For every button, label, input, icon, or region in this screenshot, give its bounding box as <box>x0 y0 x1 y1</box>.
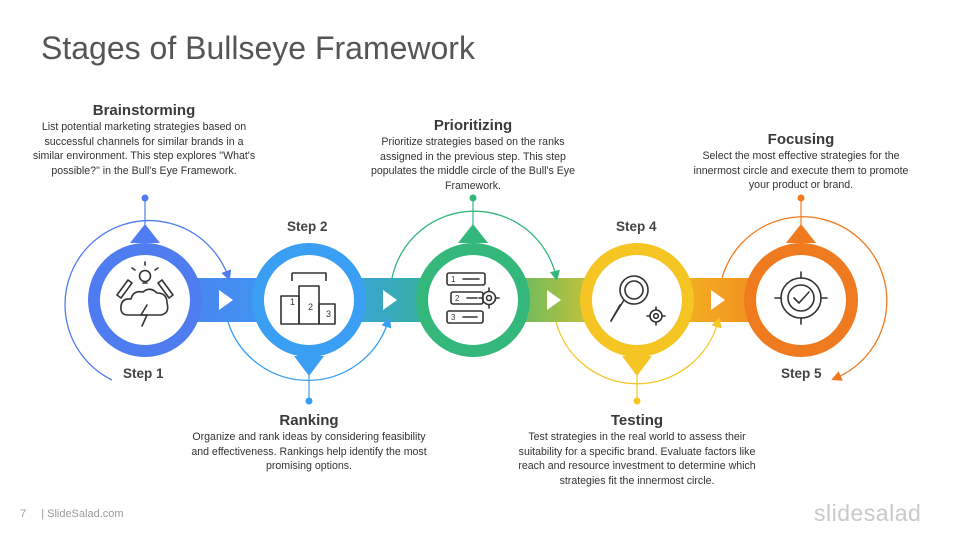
stage-2-block: Ranking Organize and rank ideas by consi… <box>189 412 429 474</box>
magnifier-gear-icon <box>610 275 666 326</box>
page-number: 7 <box>20 508 27 520</box>
chevron-right-icon <box>383 290 397 310</box>
chevron-right-icon <box>219 290 233 310</box>
pin-stage-3 <box>458 194 488 243</box>
step-5-label: Step 5 <box>781 366 822 381</box>
brainstorm-icon <box>116 261 174 327</box>
circle-stage-1 <box>88 243 202 357</box>
svg-text:2: 2 <box>455 294 460 303</box>
step-4-label: Step 4 <box>616 219 657 234</box>
stage-5-heading: Focusing <box>767 131 835 148</box>
stage-3-description: Prioritize strategies based on the ranks… <box>370 136 575 192</box>
stage-1-block: Brainstorming List potential marketing s… <box>32 102 256 178</box>
pin-stage-4 <box>622 356 652 405</box>
stage-1-heading: Brainstorming <box>92 102 196 119</box>
target-check-icon <box>774 271 828 325</box>
svg-text:1: 1 <box>451 275 456 284</box>
stage-1-description: List potential marketing strategies base… <box>32 121 256 177</box>
footer-site: | SlideSalad.com <box>41 508 124 520</box>
chevron-right-icon <box>711 290 725 310</box>
stage-3-heading: Prioritizing <box>433 117 513 134</box>
stage-3-block: Prioritizing Prioritize strategies based… <box>360 117 586 193</box>
list-gear-icon: 1 2 3 <box>446 272 500 324</box>
pin-stage-2 <box>294 356 324 405</box>
stage-4-description: Test strategies in the real world to ass… <box>518 431 756 487</box>
brand-logo: slidesalad <box>814 500 922 526</box>
arc-stage-1 <box>64 220 232 381</box>
footer: 7 | SlideSalad.com <box>20 508 124 520</box>
svg-text:3: 3 <box>326 309 331 319</box>
stage-5-block: Focusing Select the most effective strat… <box>688 131 914 193</box>
step-1-label: Step 1 <box>123 366 164 381</box>
stage-4-block: Testing Test strategies in the real worl… <box>518 412 756 488</box>
svg-text:2: 2 <box>308 302 313 312</box>
svg-text:1: 1 <box>290 297 295 307</box>
stage-5-description: Select the most effective strategies for… <box>693 150 909 192</box>
chevron-right-icon <box>547 290 561 310</box>
svg-text:3: 3 <box>451 313 456 322</box>
pin-stage-1 <box>130 194 160 243</box>
podium-icon: 1 2 3 <box>280 272 336 325</box>
pin-stage-5 <box>786 194 816 243</box>
stage-4-heading: Testing <box>610 412 664 429</box>
circle-stage-4 <box>580 243 694 357</box>
circle-stage-2 <box>252 243 366 357</box>
page-title: Stages of Bullseye Framework <box>41 30 475 66</box>
circle-stage-3 <box>416 243 530 357</box>
step-2-label: Step 2 <box>287 219 328 234</box>
arc-stage-2 <box>227 317 392 382</box>
arc-stage-5 <box>721 216 888 381</box>
stage-2-description: Organize and rank ideas by considering f… <box>191 431 427 473</box>
stage-2-heading: Ranking <box>279 412 339 429</box>
